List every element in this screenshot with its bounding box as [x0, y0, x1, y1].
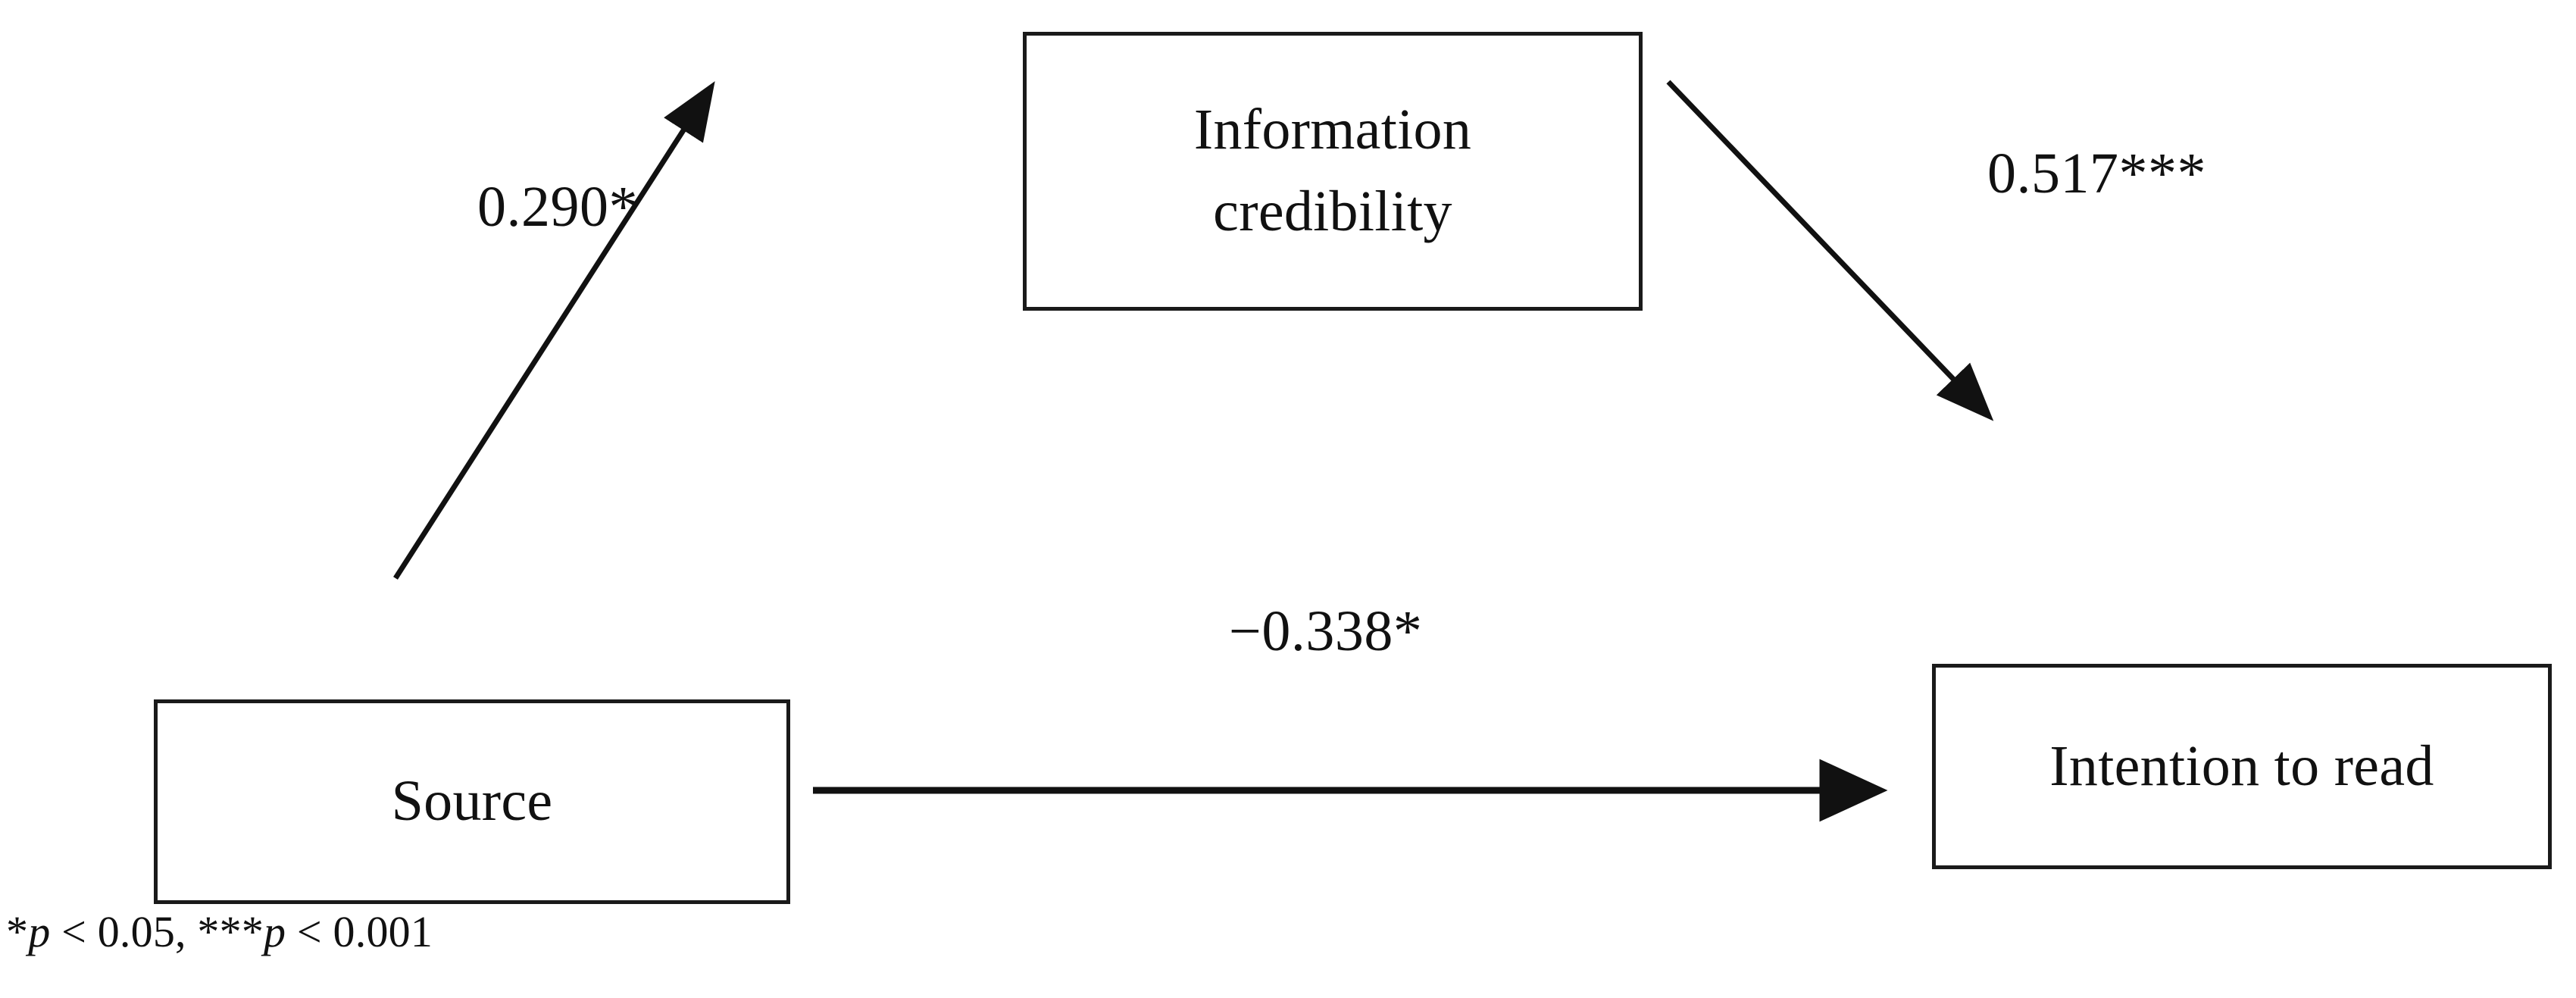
footnote-rest-one: < 0.05,	[50, 907, 198, 956]
node-source-label: Source	[391, 769, 553, 834]
footnote-p-two: p	[264, 907, 286, 956]
footnote-rest-two: < 0.001	[286, 907, 433, 956]
significance-footnote: *p < 0.05, ***p < 0.001	[6, 906, 433, 957]
node-intention-to-read[interactable]: Intention to read	[1932, 664, 2552, 869]
arrow-credibility-to-intention	[1666, 80, 1994, 421]
footnote-p-one: p	[28, 907, 51, 956]
path-label-source-to-intention: −0.338*	[1229, 599, 1423, 663]
arrow-source-to-credibility	[393, 81, 715, 580]
path-label-source-to-credibility: 0.290*	[477, 175, 638, 239]
node-information-credibility[interactable]: Information credibility	[1023, 32, 1643, 311]
footnote-star-one: *	[6, 907, 29, 956]
node-intention-to-read-label: Intention to read	[2049, 734, 2434, 798]
footnote-star-three: ***	[197, 907, 264, 956]
node-information-credibility-label: Information credibility	[1193, 98, 1472, 243]
path-label-credibility-to-intention: 0.517***	[1987, 142, 2206, 205]
node-source[interactable]: Source	[154, 699, 790, 904]
